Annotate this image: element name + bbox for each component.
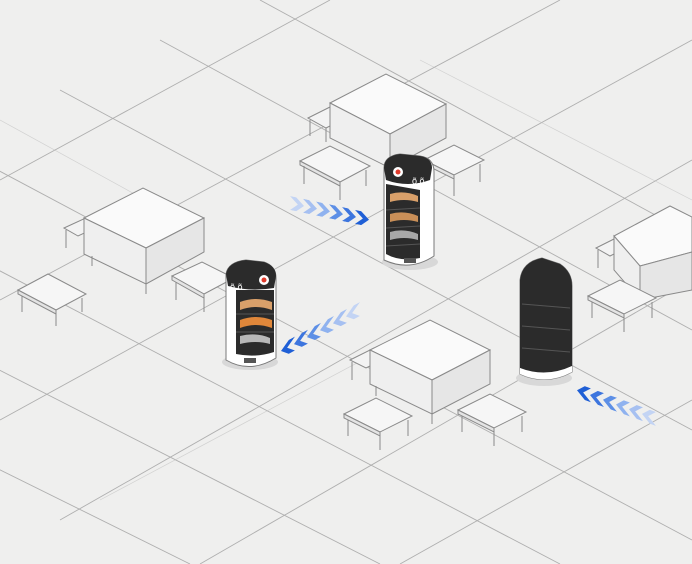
stool-icon [170,261,236,312]
stool-icon [16,273,88,326]
delivery-robot-icon: õ.õ [382,153,438,270]
stool-icon [342,397,414,450]
stool-icon [298,145,372,200]
table-front-center [342,319,528,450]
svg-text:õ.õ: õ.õ [230,282,243,292]
table-left [16,187,236,326]
stool-icon [586,279,658,332]
stool-icon [456,393,528,446]
delivery-robot-icon: õ.õ [222,259,278,370]
svg-text:õ.õ: õ.õ [412,176,425,186]
delivery-robot-icon [516,257,573,386]
table-right [586,205,692,332]
